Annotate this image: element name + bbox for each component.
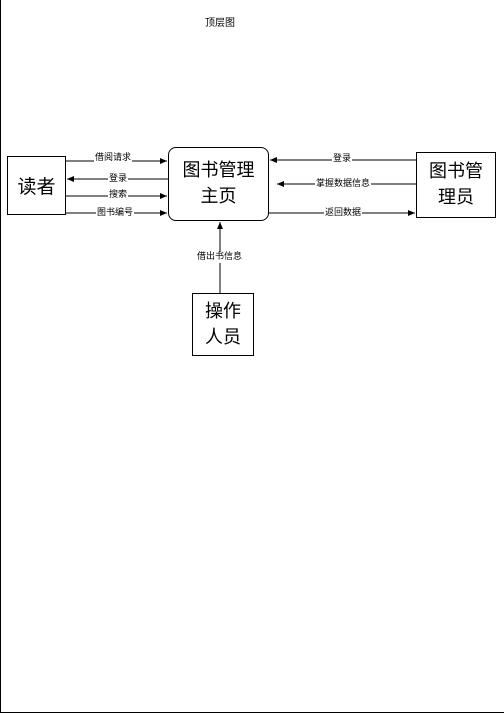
flow-label-manage-data: 掌握数据信息 xyxy=(315,179,372,190)
flow-label-borrow-request: 借阅请求 xyxy=(94,153,133,164)
entity-reader: 读者 xyxy=(7,156,66,215)
flow-label-book-number: 图书编号 xyxy=(96,208,135,219)
flow-label-return-data: 返回数据 xyxy=(324,208,363,219)
flow-label-lend-info: 借出书信息 xyxy=(196,252,244,263)
flow-label-search: 搜索 xyxy=(108,190,129,201)
page-edge-left xyxy=(0,0,1,713)
entity-admin: 图书管理员 xyxy=(416,152,496,218)
flow-label-admin-login: 登录 xyxy=(332,154,353,165)
entity-operator: 操作人员 xyxy=(192,293,254,356)
diagram-title: 顶层图 xyxy=(205,18,235,29)
process-main-page: 图书管理主页 xyxy=(168,147,269,221)
flow-label-reader-login: 登录 xyxy=(108,174,129,185)
